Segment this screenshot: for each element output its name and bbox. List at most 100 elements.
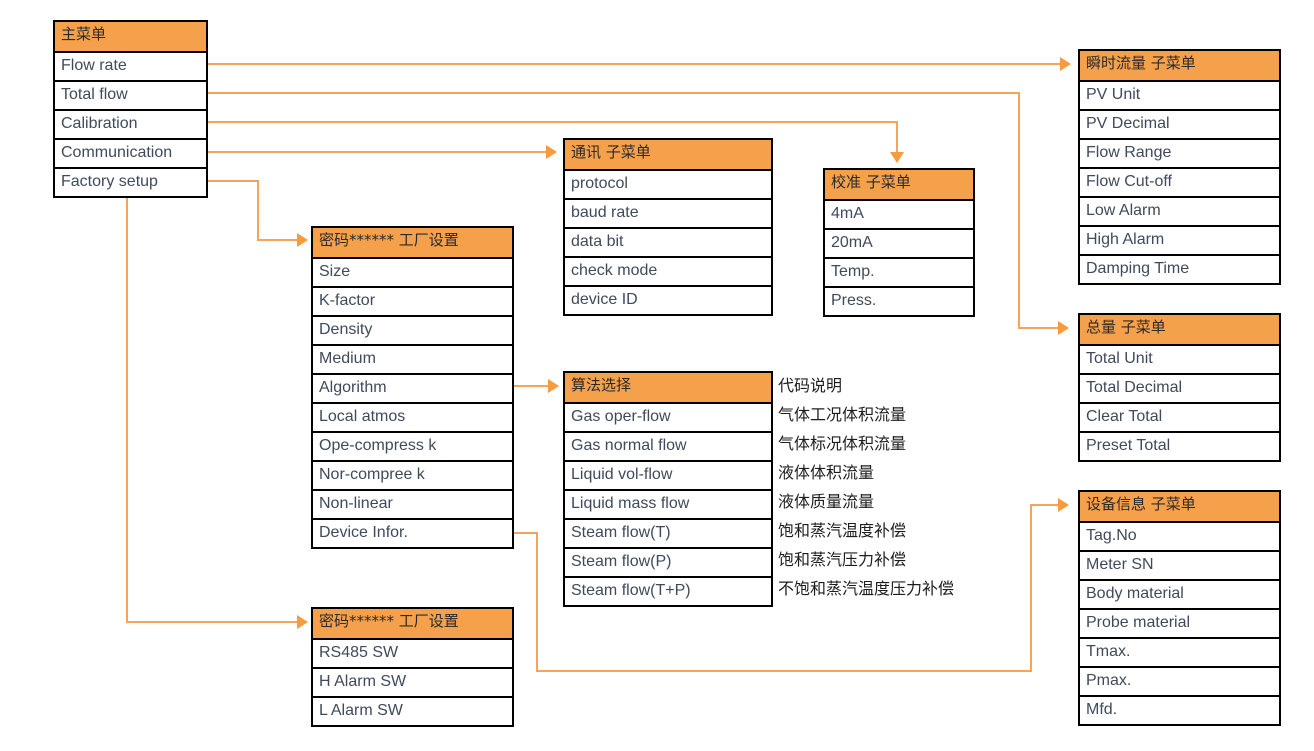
connector-factory1-arrowhead (297, 233, 308, 247)
connector-calibration-arrowhead (890, 152, 904, 163)
menu-item-baud-rate[interactable]: baud rate (565, 198, 771, 227)
connector-factory1-h1 (208, 180, 259, 182)
menu-item-flow-rate[interactable]: Flow rate (55, 51, 206, 80)
menu-item-body-material[interactable]: Body material (1080, 579, 1279, 608)
menu-item-protocol[interactable]: protocol (565, 169, 771, 198)
connector-deviceinfo-h1 (514, 532, 538, 534)
connector-deviceinfo-v2 (1030, 504, 1032, 672)
menu-total-flow-sub: 总量 子菜单 Total Unit Total Decimal Clear To… (1078, 313, 1281, 462)
connector-factory1-v (257, 180, 259, 240)
menu-item-gas-oper-flow[interactable]: Gas oper-flow (565, 402, 771, 431)
algorithm-description-steam-flow-tp: 不饱和蒸汽温度压力补偿 (778, 579, 955, 598)
menu-item-device-id[interactable]: device ID (565, 285, 771, 314)
menu-flow-rate-sub: 瞬时流量 子菜单 PV Unit PV Decimal Flow Range F… (1078, 49, 1281, 285)
menu-item-nor-compree-k[interactable]: Nor-compree k (313, 460, 512, 489)
connector-algorithm-h (514, 385, 550, 387)
menu-item-damping-time[interactable]: Damping Time (1080, 254, 1279, 283)
menu-item-meter-sn[interactable]: Meter SN (1080, 550, 1279, 579)
menu-algorithm-header: 算法选择 (565, 373, 771, 402)
connector-totalflow-v (1018, 92, 1020, 328)
menu-item-temp[interactable]: Temp. (825, 257, 973, 286)
connector-deviceinfo-h2 (536, 670, 1032, 672)
menu-item-l-alarm-sw[interactable]: L Alarm SW (313, 696, 512, 725)
menu-item-mfd[interactable]: Mfd. (1080, 695, 1279, 724)
menu-item-low-alarm[interactable]: Low Alarm (1080, 196, 1279, 225)
menu-factory-setup-2: 密码****** 工厂设置 RS485 SW H Alarm SW L Alar… (311, 607, 514, 727)
menu-item-check-mode[interactable]: check mode (565, 256, 771, 285)
menu-item-rs485-sw[interactable]: RS485 SW (313, 638, 512, 667)
menu-algorithm-select: 算法选择 Gas oper-flow Gas normal flow Liqui… (563, 371, 773, 607)
menu-item-gas-normal-flow[interactable]: Gas normal flow (565, 431, 771, 460)
algorithm-description-header: 代码说明 (778, 376, 843, 395)
menu-total-flow-header: 总量 子菜单 (1080, 315, 1279, 344)
menu-item-device-infor[interactable]: Device Infor. (313, 518, 512, 547)
menu-item-k-factor[interactable]: K-factor (313, 286, 512, 315)
menu-flow-rate-header: 瞬时流量 子菜单 (1080, 51, 1279, 80)
algorithm-description-liquid-vol-flow: 液体体积流量 (778, 463, 875, 482)
algorithm-description-steam-flow-t: 饱和蒸汽温度补偿 (778, 521, 907, 540)
menu-item-press[interactable]: Press. (825, 286, 973, 315)
menu-item-4ma[interactable]: 4mA (825, 199, 973, 228)
menu-factory-setup-2-header: 密码****** 工厂设置 (313, 609, 512, 638)
menu-item-total-unit[interactable]: Total Unit (1080, 344, 1279, 373)
menu-item-algorithm[interactable]: Algorithm (313, 373, 512, 402)
menu-item-liquid-vol-flow[interactable]: Liquid vol-flow (565, 460, 771, 489)
connector-flowrate-arrowhead (1060, 57, 1071, 71)
menu-item-ope-compress-k[interactable]: Ope-compress k (313, 431, 512, 460)
algorithm-description-steam-flow-p: 饱和蒸汽压力补偿 (778, 550, 907, 569)
menu-item-high-alarm[interactable]: High Alarm (1080, 225, 1279, 254)
menu-item-size[interactable]: Size (313, 257, 512, 286)
menu-calibration-sub: 校准 子菜单 4mA 20mA Temp. Press. (823, 168, 975, 317)
menu-item-h-alarm-sw[interactable]: H Alarm SW (313, 667, 512, 696)
menu-item-pv-unit[interactable]: PV Unit (1080, 80, 1279, 109)
connector-deviceinfo-v1 (536, 532, 538, 672)
menu-item-tag-no[interactable]: Tag.No (1080, 521, 1279, 550)
menu-item-density[interactable]: Density (313, 315, 512, 344)
menu-factory-setup-1-header: 密码****** 工厂设置 (313, 228, 512, 257)
menu-item-steam-flow-tp[interactable]: Steam flow(T+P) (565, 576, 771, 605)
connector-deviceinfo-arrowhead (1058, 498, 1069, 512)
menu-item-liquid-mass-flow[interactable]: Liquid mass flow (565, 489, 771, 518)
menu-item-flow-range[interactable]: Flow Range (1080, 138, 1279, 167)
connector-communication-arrowhead (546, 145, 557, 159)
menu-item-preset-total[interactable]: Preset Total (1080, 431, 1279, 460)
menu-item-medium[interactable]: Medium (313, 344, 512, 373)
connector-totalflow-arrowhead (1058, 321, 1069, 335)
connector-calibration-h (208, 121, 898, 123)
connector-factory2-h (126, 621, 299, 623)
menu-item-steam-flow-t[interactable]: Steam flow(T) (565, 518, 771, 547)
connector-communication-h (208, 151, 548, 153)
menu-item-communication[interactable]: Communication (55, 138, 206, 167)
menu-main-header: 主菜单 (55, 22, 206, 51)
menu-item-flow-cut-off[interactable]: Flow Cut-off (1080, 167, 1279, 196)
menu-device-info-sub: 设备信息 子菜单 Tag.No Meter SN Body material P… (1078, 490, 1281, 726)
menu-factory-setup-1: 密码****** 工厂设置 Size K-factor Density Medi… (311, 226, 514, 549)
menu-item-pmax[interactable]: Pmax. (1080, 666, 1279, 695)
menu-item-steam-flow-p[interactable]: Steam flow(P) (565, 547, 771, 576)
menu-item-calibration[interactable]: Calibration (55, 109, 206, 138)
menu-item-tmax[interactable]: Tmax. (1080, 637, 1279, 666)
menu-item-local-atmos[interactable]: Local atmos (313, 402, 512, 431)
menu-item-non-linear[interactable]: Non-linear (313, 489, 512, 518)
connector-calibration-v (896, 121, 898, 153)
menu-item-pv-decimal[interactable]: PV Decimal (1080, 109, 1279, 138)
menu-item-total-flow[interactable]: Total flow (55, 80, 206, 109)
connector-totalflow-h1 (208, 92, 1020, 94)
menu-item-factory-setup[interactable]: Factory setup (55, 167, 206, 196)
algorithm-description-liquid-mass-flow: 液体质量流量 (778, 492, 875, 511)
connector-algorithm-arrowhead (548, 379, 559, 393)
connector-totalflow-h2 (1018, 327, 1060, 329)
menu-item-20ma[interactable]: 20mA (825, 228, 973, 257)
algorithm-description-gas-oper-flow: 气体工况体积流量 (778, 405, 907, 424)
menu-item-clear-total[interactable]: Clear Total (1080, 402, 1279, 431)
connector-factory2-arrowhead (297, 615, 308, 629)
menu-item-total-decimal[interactable]: Total Decimal (1080, 373, 1279, 402)
menu-calibration-header: 校准 子菜单 (825, 170, 973, 199)
algorithm-description-column: 代码说明 气体工况体积流量 气体标况体积流量 液体体积流量 液体质量流量 饱和蒸… (778, 371, 1018, 603)
connector-factory1-h2 (257, 239, 299, 241)
connector-deviceinfo-h3 (1030, 504, 1060, 506)
menu-item-data-bit[interactable]: data bit (565, 227, 771, 256)
menu-item-probe-material[interactable]: Probe material (1080, 608, 1279, 637)
menu-communication-sub: 通讯 子菜单 protocol baud rate data bit check… (563, 138, 773, 316)
